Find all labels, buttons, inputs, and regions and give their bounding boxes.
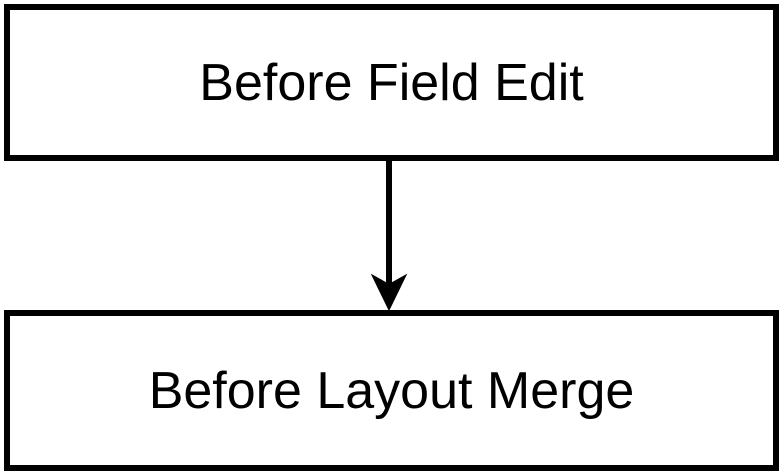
node-before-field-edit[interactable]: Before Field Edit [4,4,779,161]
edge-field-edit-to-layout-merge[interactable] [370,161,408,312]
node-label-before-field-edit: Before Field Edit [199,53,584,112]
node-label-before-layout-merge: Before Layout Merge [148,361,635,420]
node-before-layout-merge[interactable]: Before Layout Merge [4,310,779,471]
edge-arrowhead [370,273,408,312]
